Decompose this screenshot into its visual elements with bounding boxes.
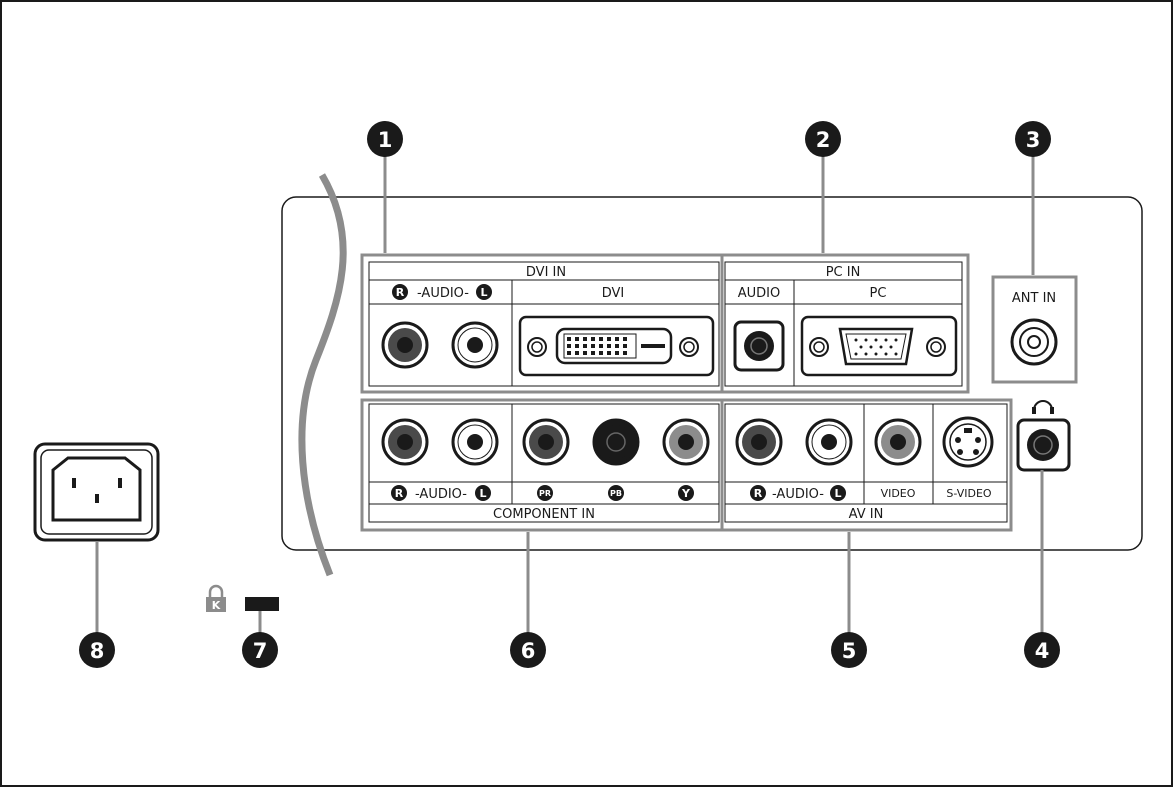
callout-4: 4 — [1024, 632, 1060, 668]
svg-text:1: 1 — [378, 128, 393, 152]
av-r-badge — [750, 485, 766, 501]
av-audio-label: -AUDIO- — [772, 487, 824, 502]
dvi-audio-r: R — [396, 286, 405, 299]
av-audio-l: L — [834, 487, 841, 500]
pc-in-title: PC IN — [826, 265, 861, 280]
cut-line — [298, 173, 347, 577]
callout-7: 7 — [242, 632, 278, 668]
component-pb-jack[interactable] — [592, 418, 640, 466]
pc-in-group — [720, 253, 970, 394]
ant-in-group — [991, 275, 1078, 384]
svg-text:5: 5 — [842, 639, 857, 663]
dvi-audio-r-jack[interactable] — [381, 321, 429, 369]
av-in-title: AV IN — [849, 507, 884, 522]
av-l-badge — [830, 485, 846, 501]
dvi-screw-right — [679, 337, 699, 357]
ant-in-jack[interactable] — [1010, 318, 1058, 366]
audio-r-badge — [392, 284, 408, 300]
svg-text:8: 8 — [90, 639, 105, 663]
kensington-slot[interactable] — [245, 597, 279, 611]
dvi-audio-label: -AUDIO- — [417, 286, 469, 301]
component-l-badge — [475, 485, 491, 501]
component-audio-label: -AUDIO- — [415, 487, 467, 502]
av-in-group — [720, 398, 1013, 532]
component-y-label: Y — [681, 487, 691, 500]
pc-port-label: PC — [870, 286, 887, 301]
ant-in-label: ANT IN — [1012, 291, 1056, 306]
pc-screw-right — [926, 337, 946, 357]
lock-icon: K — [206, 584, 226, 612]
dvi-audio-l: L — [480, 286, 487, 299]
component-y-jack[interactable] — [662, 418, 710, 466]
dvi-audio-l-jack[interactable] — [451, 321, 499, 369]
pc-audio-label: AUDIO — [738, 286, 781, 301]
headphone-icon — [1032, 400, 1054, 414]
leader-lines — [95, 154, 1044, 633]
component-pr-jack[interactable] — [522, 418, 570, 466]
callout-8: 8 — [79, 632, 115, 668]
av-video-label: VIDEO — [881, 487, 916, 500]
callout-5: 5 — [831, 632, 867, 668]
y-badge — [678, 485, 694, 501]
component-r-badge — [391, 485, 407, 501]
component-audio-r-jack[interactable] — [381, 418, 429, 466]
component-pb-label: PB — [610, 489, 622, 498]
callout-6: 6 — [510, 632, 546, 668]
component-audio-l-jack[interactable] — [451, 418, 499, 466]
callout-2: 2 — [805, 121, 841, 157]
svg-text:7: 7 — [253, 639, 268, 663]
svg-text:2: 2 — [816, 128, 831, 152]
av-audio-l-jack[interactable] — [805, 418, 853, 466]
svideo-port-icon[interactable] — [942, 416, 994, 468]
component-pr-label: PR — [539, 489, 551, 498]
component-audio-l: L — [479, 487, 486, 500]
dvi-port-icon[interactable] — [555, 327, 673, 365]
component-in-title: COMPONENT IN — [493, 507, 595, 522]
pb-badge — [608, 485, 624, 501]
headphone-jack[interactable] — [1016, 418, 1071, 472]
svg-text:6: 6 — [521, 639, 536, 663]
dvi-screw-left — [527, 337, 547, 357]
pc-audio-jack[interactable] — [733, 320, 785, 372]
audio-l-badge — [476, 284, 492, 300]
av-svideo-label: S-VIDEO — [946, 487, 991, 500]
dvi-port-label: DVI — [602, 286, 625, 301]
dvi-in-title: DVI IN — [526, 265, 566, 280]
av-video-jack[interactable] — [874, 418, 922, 466]
kensington-letter: K — [212, 599, 221, 612]
vga-port-icon[interactable] — [838, 327, 914, 366]
callout-1: 1 — [367, 121, 403, 157]
av-audio-r: R — [754, 487, 763, 500]
svg-text:3: 3 — [1026, 128, 1041, 152]
component-audio-r: R — [395, 487, 404, 500]
svg-text:4: 4 — [1035, 639, 1050, 663]
pr-badge — [537, 485, 553, 501]
av-audio-r-jack[interactable] — [735, 418, 783, 466]
power-socket-icon[interactable] — [33, 442, 160, 542]
callout-3: 3 — [1015, 121, 1051, 157]
pc-screw-left — [809, 337, 829, 357]
